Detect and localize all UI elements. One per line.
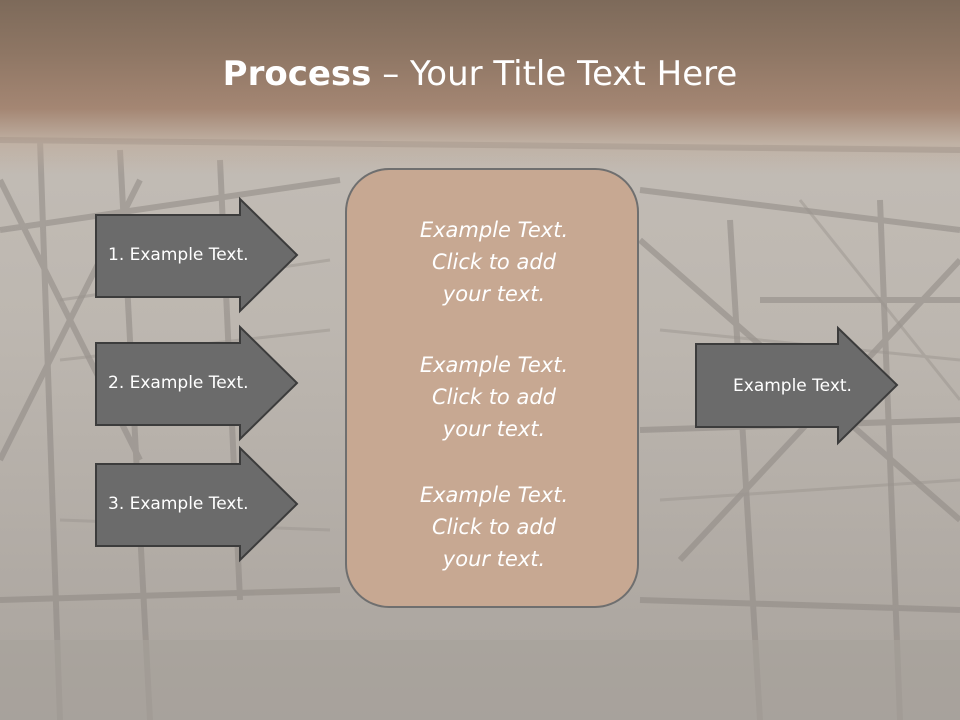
step-arrow-label: 3. Example Text. bbox=[108, 494, 249, 514]
center-text-box[interactable]: Example Text. Click to add your text. Ex… bbox=[345, 168, 639, 608]
title-rest: Your Title Text Here bbox=[410, 54, 738, 94]
box-line: Click to add bbox=[431, 515, 556, 539]
box-line: your text. bbox=[442, 282, 546, 306]
slide-title[interactable]: Process – Your Title Text Here bbox=[0, 54, 960, 94]
box-line: Example Text. bbox=[419, 218, 569, 242]
box-paragraph-3: Example Text. Click to add your text. bbox=[347, 479, 641, 575]
step-arrow-label: 2. Example Text. bbox=[108, 373, 249, 393]
title-dash: – bbox=[371, 54, 411, 94]
step-arrow-label: 1. Example Text. bbox=[108, 245, 249, 265]
arrow-shape bbox=[95, 324, 299, 442]
box-line: Example Text. bbox=[419, 483, 569, 507]
box-line: your text. bbox=[442, 547, 546, 571]
header-band bbox=[0, 0, 960, 175]
step-arrow-2[interactable]: 2. Example Text. bbox=[95, 324, 300, 442]
step-arrow-1[interactable]: 1. Example Text. bbox=[95, 196, 300, 314]
result-arrow-label: Example Text. bbox=[733, 376, 852, 396]
result-arrow[interactable]: Example Text. bbox=[695, 325, 900, 446]
box-line: your text. bbox=[442, 417, 546, 441]
box-line: Example Text. bbox=[419, 353, 569, 377]
box-paragraph-1: Example Text. Click to add your text. bbox=[347, 214, 641, 310]
arrow-shape bbox=[695, 325, 899, 446]
arrow-shape bbox=[95, 196, 299, 314]
box-line: Click to add bbox=[431, 385, 556, 409]
step-arrow-3[interactable]: 3. Example Text. bbox=[95, 445, 300, 563]
arrow-shape bbox=[95, 445, 299, 563]
box-paragraph-2: Example Text. Click to add your text. bbox=[347, 349, 641, 445]
title-bold-part: Process bbox=[222, 54, 372, 94]
box-line: Click to add bbox=[431, 250, 556, 274]
